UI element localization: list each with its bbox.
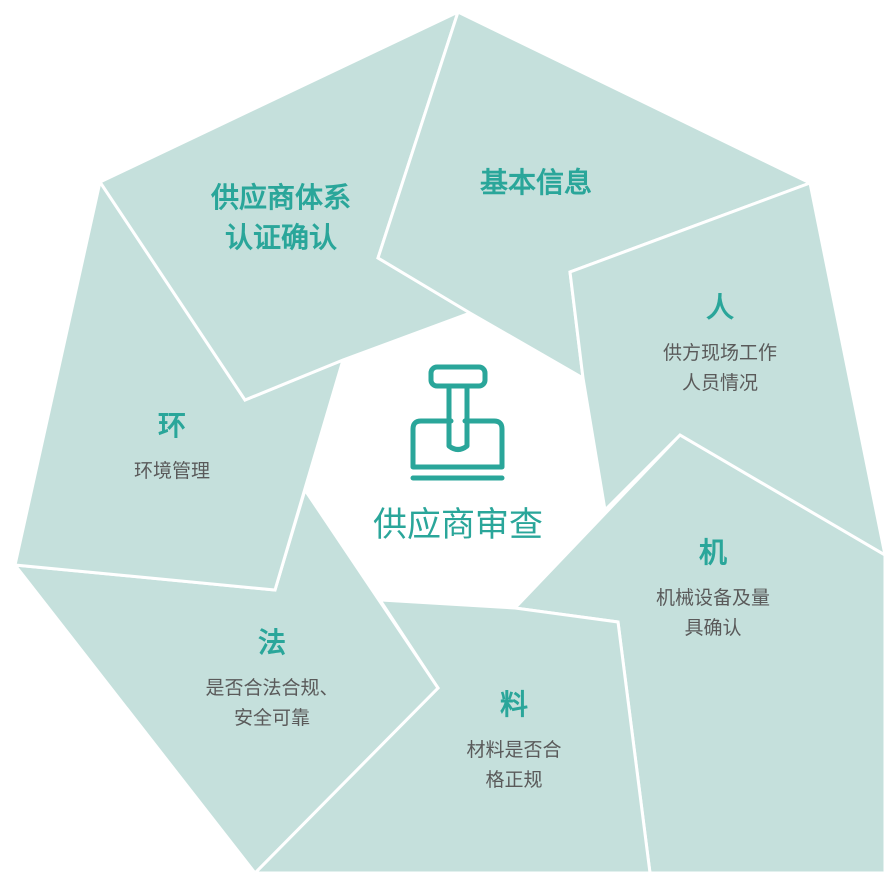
segment-machine-title: 机 xyxy=(698,536,728,569)
segment-material-desc-line1: 材料是否合 xyxy=(466,739,562,761)
segment-material-title: 料 xyxy=(499,688,529,721)
segment-basic-info-label: 基本信息 xyxy=(480,163,592,203)
segment-material-desc-line2: 格正规 xyxy=(485,769,543,791)
center-title: 供应商审查 xyxy=(373,505,543,545)
segment-people-desc-line2: 人员情况 xyxy=(681,372,759,394)
segment-machine-desc-line1: 机械设备及量 xyxy=(655,587,771,609)
segment-environment-label: 环 环境管理 xyxy=(134,410,210,486)
segment-material-label: 料 材料是否合 格正规 xyxy=(466,689,561,795)
segment-machine-label: 机 机械设备及量 具确认 xyxy=(656,537,770,643)
segment-people-title: 人 xyxy=(705,291,735,324)
segment-system-title-line1: 供应商体系 xyxy=(210,181,352,214)
segment-environment-title: 环 xyxy=(157,409,187,442)
segment-people-desc-line1: 供方现场工作 xyxy=(662,342,778,364)
segment-system-label: 供应商体系 认证确认 xyxy=(211,178,351,258)
segment-basic-info-title: 基本信息 xyxy=(479,166,593,199)
segment-machine-desc-line2: 具确认 xyxy=(684,617,742,639)
segment-people-label: 人 供方现场工作 人员情况 xyxy=(663,292,777,398)
segment-law-desc-line2: 安全可靠 xyxy=(233,707,311,729)
segment-law-title: 法 xyxy=(257,626,287,659)
segment-people xyxy=(568,180,885,557)
segment-law-desc-line1: 是否合法合规、 xyxy=(205,677,339,699)
segment-system-title-line2: 认证确认 xyxy=(224,221,338,254)
segment-law-label: 法 是否合法合规、 安全可靠 xyxy=(205,627,338,733)
stamp-icon xyxy=(410,364,505,481)
segment-environment-desc-line1: 环境管理 xyxy=(133,460,211,482)
